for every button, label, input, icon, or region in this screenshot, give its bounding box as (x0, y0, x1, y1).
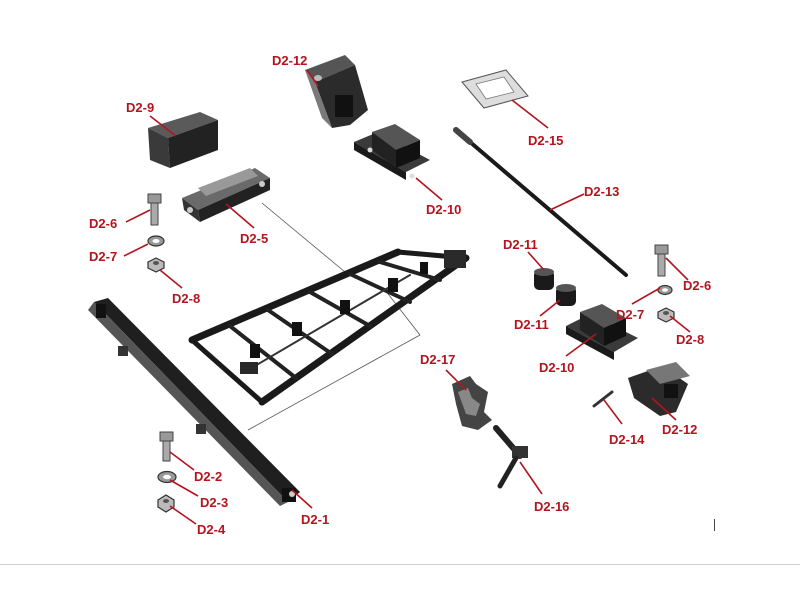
leader-line (123, 243, 149, 257)
label-d2-6-right: D2-6 (683, 278, 712, 293)
pin-part (592, 390, 614, 408)
nut-part (657, 307, 675, 323)
label-d2-7-left: D2-7 (89, 249, 118, 264)
nut-part (157, 494, 175, 513)
label-d2-11-top: D2-11 (503, 237, 538, 252)
leader-line (415, 177, 443, 201)
label-d2-12-top: D2-12 (272, 53, 308, 68)
leader-line (169, 479, 199, 497)
spring-hanger-part (628, 362, 690, 416)
leader-line (159, 269, 183, 289)
leader-line (603, 399, 623, 425)
label-d2-14: D2-14 (609, 432, 645, 447)
label-d2-8-right: D2-8 (676, 332, 705, 347)
label-d2-17: D2-17 (420, 352, 456, 367)
label-d2-15: D2-15 (528, 133, 564, 148)
label-d2-10-bottom: D2-10 (539, 360, 575, 375)
label-d2-9: D2-9 (126, 100, 155, 115)
label-d2-8-left: D2-8 (172, 291, 201, 306)
label-d2-4: D2-4 (197, 522, 226, 537)
leader-line (306, 69, 319, 87)
leader-line (445, 369, 467, 391)
leader-line (519, 461, 543, 495)
rubber-bush-part (556, 284, 576, 306)
chassis-frame-part (188, 248, 470, 406)
leader-line (149, 115, 177, 137)
leader-line (665, 257, 689, 281)
label-d2-13: D2-13 (584, 184, 620, 199)
leader-line (651, 397, 677, 421)
u-shim-part (461, 69, 529, 109)
bracket-part (452, 376, 492, 430)
bottom-border (0, 564, 800, 565)
long-rod-part (453, 127, 628, 277)
washer-part (657, 284, 673, 296)
leader-line (565, 333, 597, 357)
spring-hanger-part (305, 55, 368, 128)
label-d2-16: D2-16 (534, 499, 570, 514)
label-d2-3: D2-3 (200, 495, 229, 510)
nut-part (147, 257, 165, 273)
label-d2-5: D2-5 (240, 231, 269, 246)
leader-line (225, 203, 255, 229)
guide-lines (247, 202, 421, 431)
guide-line (247, 334, 421, 431)
label-d2-6-left: D2-6 (89, 216, 118, 231)
leader-line (169, 451, 195, 471)
rubber-bush-part (534, 268, 554, 290)
leader-line (539, 299, 561, 317)
leader-lines (123, 69, 691, 525)
bolt-part (147, 193, 162, 226)
shackle-pin-part (493, 425, 528, 489)
leader-line (549, 193, 585, 211)
leader-line (669, 315, 691, 333)
guide-line (261, 202, 346, 273)
label-d2-1: D2-1 (301, 512, 330, 527)
scan-mark (714, 519, 715, 531)
washer-part (147, 235, 165, 247)
rubber-block-part (148, 112, 218, 168)
leader-line (125, 209, 151, 223)
washer-part (157, 470, 177, 484)
leader-line (631, 287, 661, 305)
bolt-part (159, 431, 174, 462)
label-d2-7-right: D2-7 (616, 307, 645, 322)
leader-line (291, 489, 313, 509)
leader-line (169, 505, 197, 525)
leader-line (527, 251, 545, 271)
label-d2-12-bottom: D2-12 (662, 422, 698, 437)
label-d2-10-top: D2-10 (426, 202, 462, 217)
label-d2-2: D2-2 (194, 469, 223, 484)
spring-plate-part (182, 168, 270, 222)
leader-line (511, 99, 549, 129)
bolt-part (654, 244, 669, 277)
rubber-mount-part (354, 124, 430, 180)
label-d2-11-bottom: D2-11 (514, 317, 549, 332)
rubber-mount-part (566, 304, 638, 360)
guide-line (384, 289, 421, 336)
